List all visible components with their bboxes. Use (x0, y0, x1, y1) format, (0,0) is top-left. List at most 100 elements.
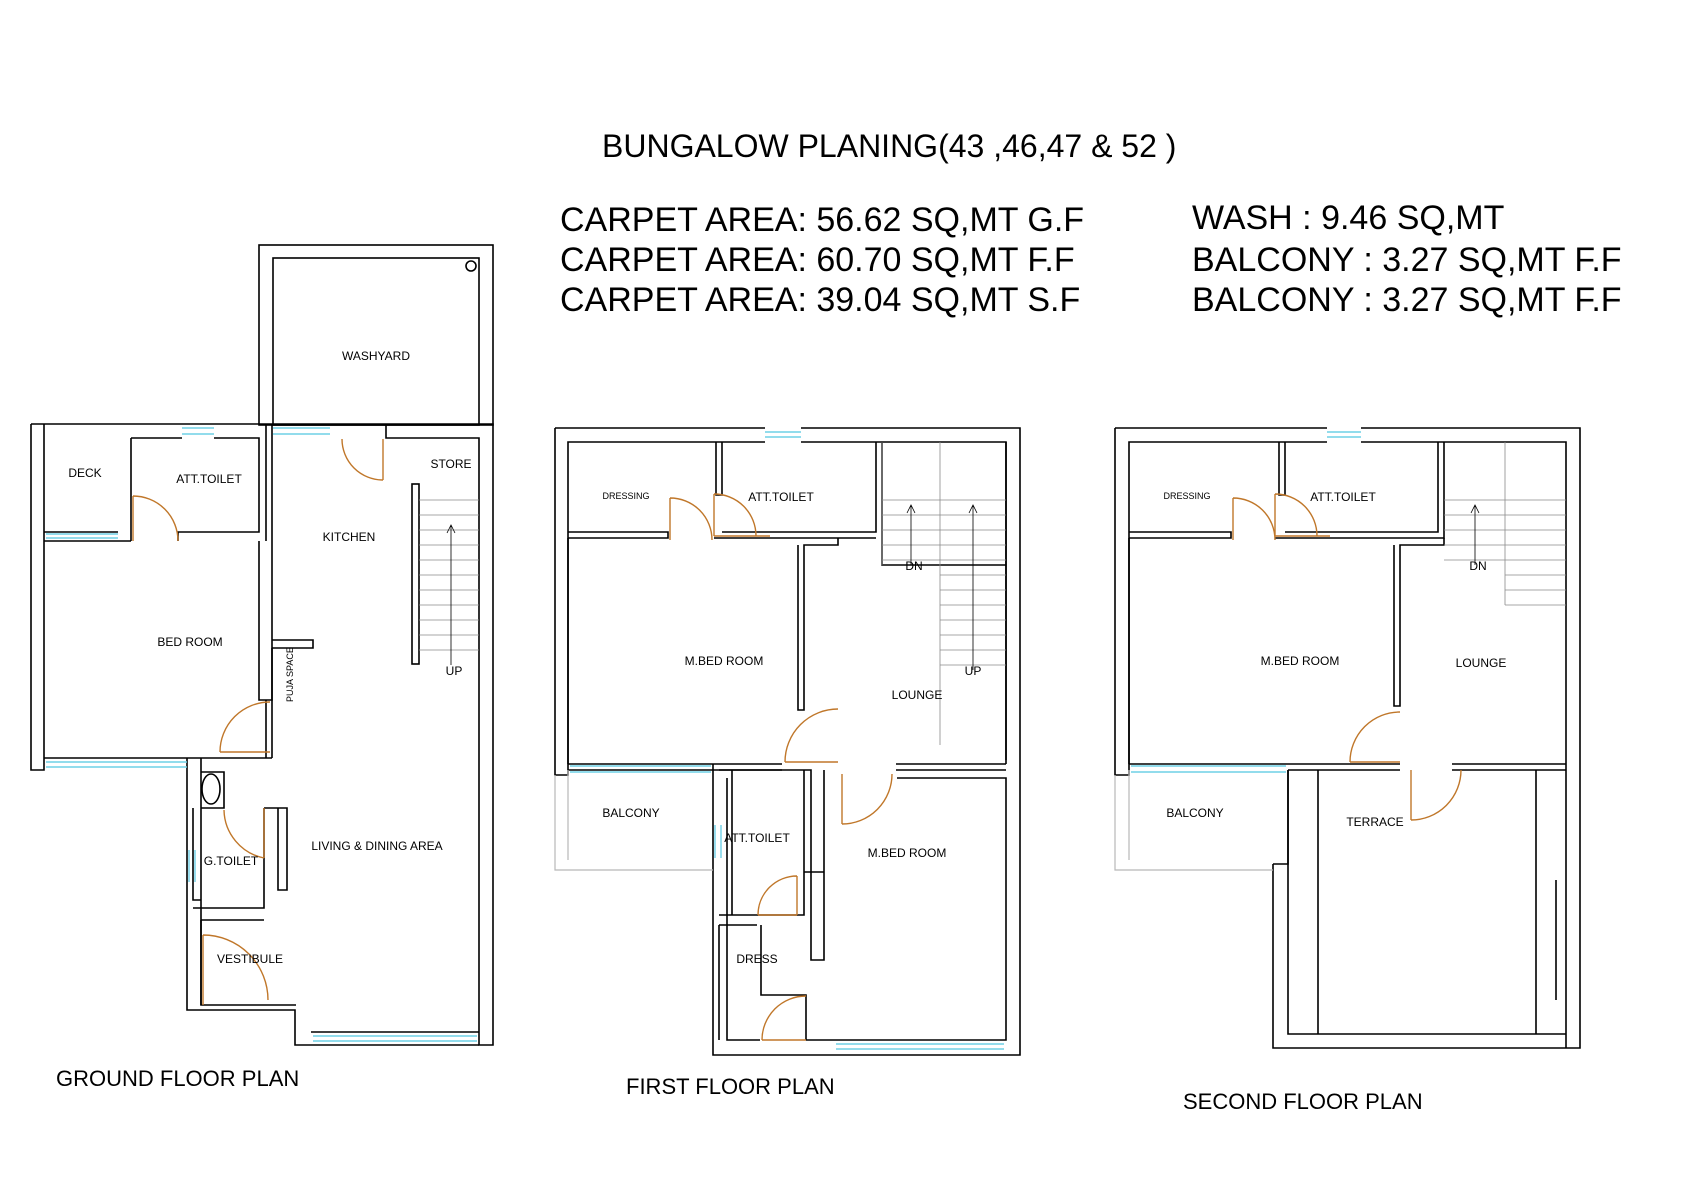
drawing-title: BUNGALOW PLANING(43 ,46,47 & 52 ) (602, 128, 1177, 164)
first-se-wall (806, 777, 1007, 1041)
kitchen-label: KITCHEN (323, 530, 376, 544)
g-toilet-label: G.TOILET (204, 854, 259, 868)
second-terrace-door (1410, 769, 1462, 821)
second-dn-label: DN (1469, 559, 1486, 573)
south-outer-wall (44, 757, 479, 1046)
g-toilet-window (188, 850, 196, 882)
first-mid-wall (568, 763, 1006, 771)
first-bedroom-window (836, 1043, 1004, 1050)
second-toilet-window (1327, 431, 1361, 438)
carpet-area-gf: CARPET AREA: 56.62 SQ,MT G.F (560, 201, 1085, 239)
bedroom-door (219, 701, 271, 753)
second-dressing-walls (1129, 442, 1445, 539)
second-dressing-label: DRESSING (1163, 491, 1210, 501)
second-mid-wall (1129, 763, 1566, 865)
first-mbed2-door (841, 773, 893, 825)
first-dressing-walls (568, 442, 883, 539)
first-att-toilet-door (713, 493, 770, 537)
first-dressing-door (669, 497, 713, 541)
att-toilet-walls (44, 437, 260, 542)
ground-staircase (419, 499, 479, 665)
g-toilet-door (223, 808, 265, 859)
deck-label: DECK (68, 466, 101, 480)
washyard-inner-wall (272, 257, 480, 426)
second-staircase (1444, 442, 1566, 606)
att-toilet-door (132, 495, 179, 542)
drain-icon (465, 260, 477, 272)
second-balcony-label: BALCONY (1166, 806, 1223, 820)
second-att-toilet-label: ATT.TOILET (1310, 490, 1376, 504)
first-outer-wall (554, 427, 1021, 1056)
living-window (313, 1035, 477, 1042)
bedroom-window (46, 761, 187, 768)
first-m-bed-room-2-label: M.BED ROOM (868, 846, 947, 860)
first-balcony-edge (554, 770, 713, 871)
first-att-toilet2-door (757, 875, 798, 916)
att-toilet-label: ATT.TOILET (176, 472, 242, 486)
deck-outer-wall (30, 423, 266, 771)
first-balcony-label: BALCONY (602, 806, 659, 820)
ground-floor-plan-title: GROUND FLOOR PLAN (56, 1066, 300, 1091)
first-mbed-door (784, 708, 839, 763)
vestibule-label: VESTIBULE (217, 952, 283, 966)
bed-room-label: BED ROOM (157, 635, 222, 649)
second-balcony-window (1131, 765, 1286, 773)
carpet-area-sf: CARPET AREA: 39.04 SQ,MT S.F (560, 281, 1081, 319)
second-dressing-door (1232, 497, 1276, 541)
kitchen-back-door (341, 438, 384, 481)
balcony-area-1: BALCONY : 3.27 SQ,MT F.F (1192, 241, 1622, 279)
first-floor-plan: DRESSING ATT.TOILET DN M.BED ROOM UP LOU… (554, 427, 1021, 1056)
south-inner-wall (200, 758, 296, 1006)
first-dress-door (761, 995, 807, 1041)
terrace-parapet (1287, 770, 1566, 1035)
puja-space-label: PUJA SPACE (285, 647, 295, 702)
second-outer-wall (1114, 427, 1581, 1049)
kitchen-window (273, 427, 330, 435)
washyard-outer-wall (258, 244, 494, 426)
deck-window (46, 533, 118, 539)
puja-wall (265, 648, 273, 758)
first-dress-walls (718, 924, 807, 1040)
living-dining-label: LIVING & DINING AREA (311, 839, 442, 853)
second-lounge-label: LOUNGE (1456, 656, 1507, 670)
second-balcony-edge (1114, 770, 1273, 871)
terrace-label: TERRACE (1346, 815, 1403, 829)
wash-area: WASH : 9.46 SQ,MT (1192, 199, 1505, 237)
first-att-toilet-2-label: ATT.TOILET (724, 831, 790, 845)
stair-edge-wall (411, 483, 420, 665)
first-toilet-window (765, 431, 801, 438)
first-staircase-dn (881, 442, 941, 745)
stair-up-label: UP (446, 664, 463, 678)
first-balcony-window (570, 765, 711, 773)
vestibule-walls (200, 919, 264, 1005)
first-south-wall (712, 764, 834, 1056)
first-m-bed-room-label: M.BED ROOM (685, 654, 764, 668)
second-spine-walls (1128, 538, 1445, 764)
main-door (202, 934, 269, 1005)
first-lounge-label: LOUNGE (892, 688, 943, 702)
first-att-toilet-label: ATT.TOILET (748, 490, 814, 504)
wc-icon (201, 773, 221, 805)
second-floor-plan: DRESSING ATT.TOILET DN M.BED ROOM LOUNGE… (1114, 427, 1581, 1049)
g-toilet-walls (187, 757, 288, 909)
first-dn-label: DN (905, 559, 922, 573)
first-staircase-up (940, 499, 1006, 670)
carpet-area-ff: CARPET AREA: 60.70 SQ,MT F.F (560, 241, 1075, 279)
washyard-label: WASHYARD (342, 349, 410, 363)
second-m-bed-room-label: M.BED ROOM (1261, 654, 1340, 668)
second-att-toilet-door (1274, 493, 1330, 537)
first-floor-plan-title: FIRST FLOOR PLAN (626, 1074, 835, 1099)
east-outer-wall (266, 423, 494, 1046)
first-dressing-label: DRESSING (602, 491, 649, 501)
second-mbed-door (1349, 711, 1401, 763)
att-toilet-window (182, 427, 214, 435)
ground-floor-plan: WASHYARD DECK ATT.TOILET STORE KITCHEN B… (30, 244, 494, 1046)
store-label: STORE (430, 457, 471, 471)
balcony-area-2: BALCONY : 3.27 SQ,MT F.F (1192, 281, 1622, 319)
first-bath-walls (719, 769, 825, 961)
first-bath-window (714, 825, 722, 858)
first-up-label: UP (965, 664, 982, 678)
first-dress-label: DRESS (736, 952, 777, 966)
second-floor-plan-title: SECOND FLOOR PLAN (1183, 1089, 1423, 1114)
